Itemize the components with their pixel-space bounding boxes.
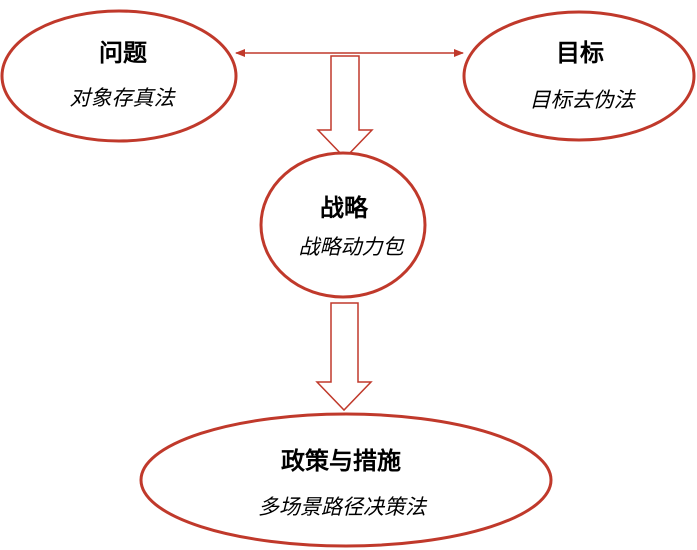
node-strategy-ellipse — [259, 151, 427, 299]
node-policy-ellipse — [139, 412, 553, 548]
node-policy-subtitle: 多场景路径决策法 — [258, 495, 428, 519]
node-goal: 目标 目标去伪法 — [462, 10, 696, 142]
node-policy: 政策与措施 多场景路径决策法 — [139, 412, 553, 548]
node-goal-subtitle: 目标去伪法 — [530, 88, 637, 112]
node-problem: 问题 对象存真法 — [0, 9, 238, 143]
node-strategy-subtitle: 战略动力包 — [299, 235, 406, 259]
node-strategy-title: 战略 — [320, 194, 369, 222]
node-problem-subtitle: 对象存真法 — [70, 86, 177, 110]
node-strategy: 战略 战略动力包 — [259, 151, 427, 299]
node-problem-ellipse — [0, 9, 238, 143]
node-goal-ellipse — [462, 10, 696, 142]
node-goal-title: 目标 — [556, 39, 604, 67]
node-problem-title: 问题 — [99, 39, 147, 67]
block-arrow-to-strategy — [316, 55, 374, 160]
block-arrow-to-policy — [315, 302, 373, 412]
node-policy-title: 政策与措施 — [281, 447, 401, 475]
